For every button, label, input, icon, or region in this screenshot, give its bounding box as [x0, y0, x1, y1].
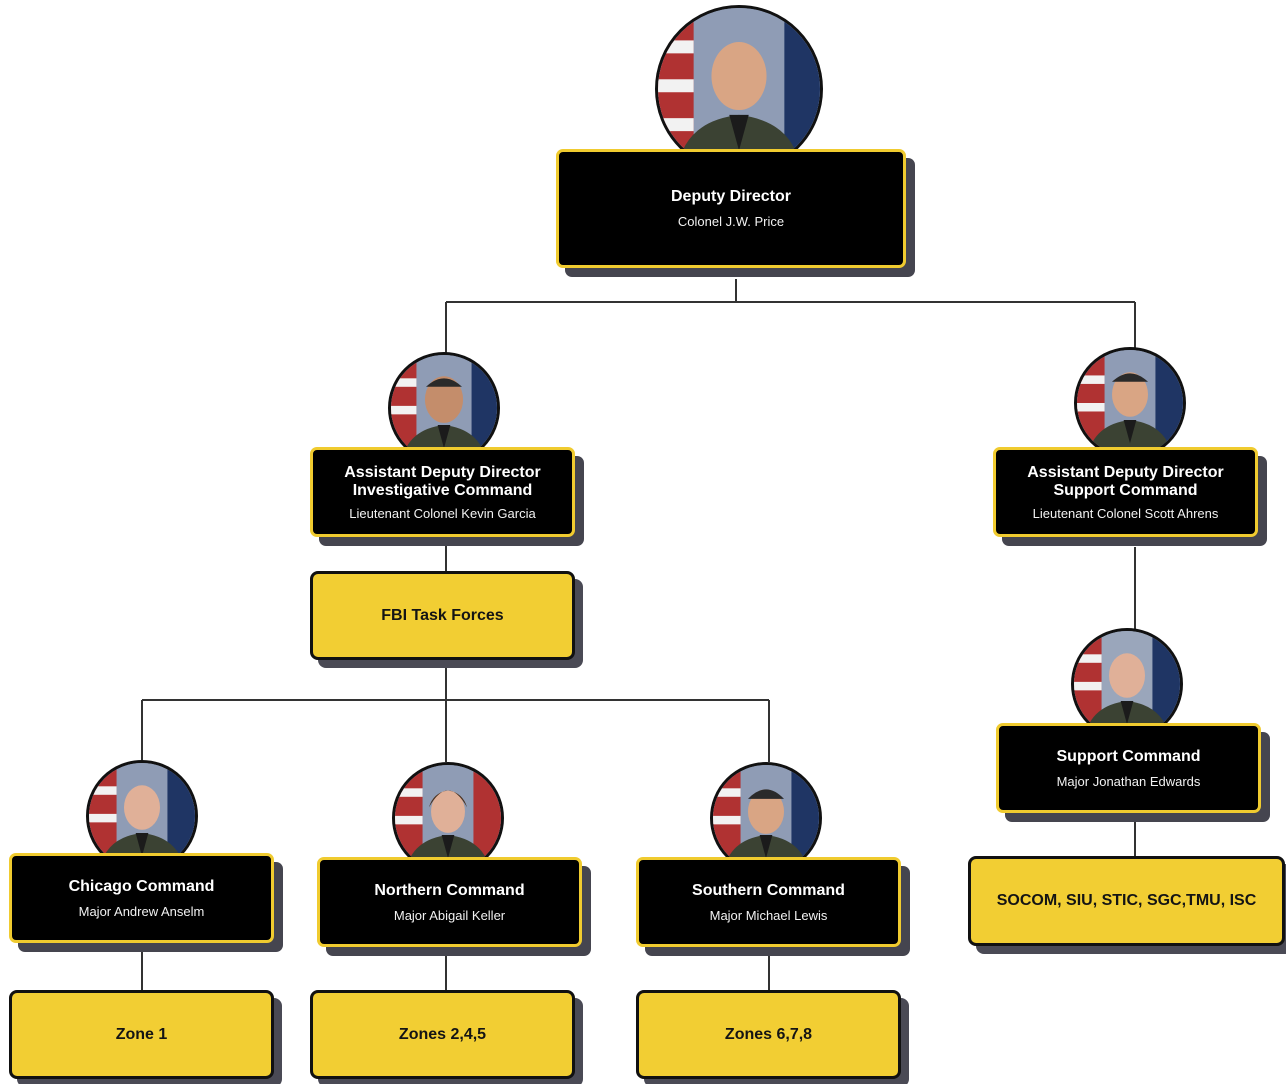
- deputy-director-box: Deputy Director Colonel J.W. Price: [556, 149, 906, 268]
- southern-command-title: Southern Command: [692, 881, 845, 899]
- deputy-director-photo: [655, 5, 823, 173]
- chicago-command-title: Chicago Command: [68, 877, 215, 895]
- northern-command-title: Northern Command: [374, 881, 525, 899]
- northern-command-photo: [392, 762, 504, 874]
- chicago-command-name: Major Andrew Anselm: [78, 903, 205, 919]
- support-command-box: Support Command Major Jonathan Edwards: [996, 723, 1261, 813]
- chicago-zones-label: Zone 1: [115, 1025, 168, 1043]
- support-add-title-line1: Assistant Deputy Director: [1027, 463, 1224, 481]
- chicago-zones-box: Zone 1: [9, 990, 274, 1079]
- deputy-director-title: Deputy Director: [670, 188, 792, 205]
- support-command-name: Major Jonathan Edwards: [1056, 773, 1201, 789]
- support-add-name: Lieutenant Colonel Scott Ahrens: [1032, 505, 1219, 521]
- support-units-label: SOCOM, SIU, STIC, SGC,TMU, ISC: [996, 892, 1257, 909]
- investigative-add-title-line1: Assistant Deputy Director: [344, 463, 541, 481]
- support-add-box: Assistant Deputy Director Support Comman…: [993, 447, 1258, 537]
- southern-command-photo: [710, 762, 822, 874]
- support-units-box: SOCOM, SIU, STIC, SGC,TMU, ISC: [968, 856, 1285, 946]
- southern-zones-label: Zones 6,7,8: [724, 1025, 813, 1043]
- southern-zones-box: Zones 6,7,8: [636, 990, 901, 1079]
- support-command-title: Support Command: [1056, 747, 1201, 765]
- deputy-director-name: Colonel J.W. Price: [677, 214, 785, 229]
- fbi-task-forces-label: FBI Task Forces: [381, 606, 504, 624]
- investigative-add-title-line2: Investigative Command: [352, 481, 533, 499]
- fbi-task-forces-box: FBI Task Forces: [310, 571, 575, 660]
- southern-command-box: Southern Command Major Michael Lewis: [636, 857, 901, 947]
- northern-zones-label: Zones 2,4,5: [398, 1025, 487, 1043]
- investigative-add-box: Assistant Deputy Director Investigative …: [310, 447, 575, 537]
- investigative-add-name: Lieutenant Colonel Kevin Garcia: [349, 505, 536, 521]
- southern-command-name: Major Michael Lewis: [709, 907, 828, 923]
- northern-command-box: Northern Command Major Abigail Keller: [317, 857, 582, 947]
- support-add-photo: [1074, 347, 1186, 459]
- chicago-command-box: Chicago Command Major Andrew Anselm: [9, 853, 274, 943]
- support-add-title-line2: Support Command: [1053, 481, 1198, 499]
- northern-command-name: Major Abigail Keller: [393, 907, 506, 923]
- northern-zones-box: Zones 2,4,5: [310, 990, 575, 1079]
